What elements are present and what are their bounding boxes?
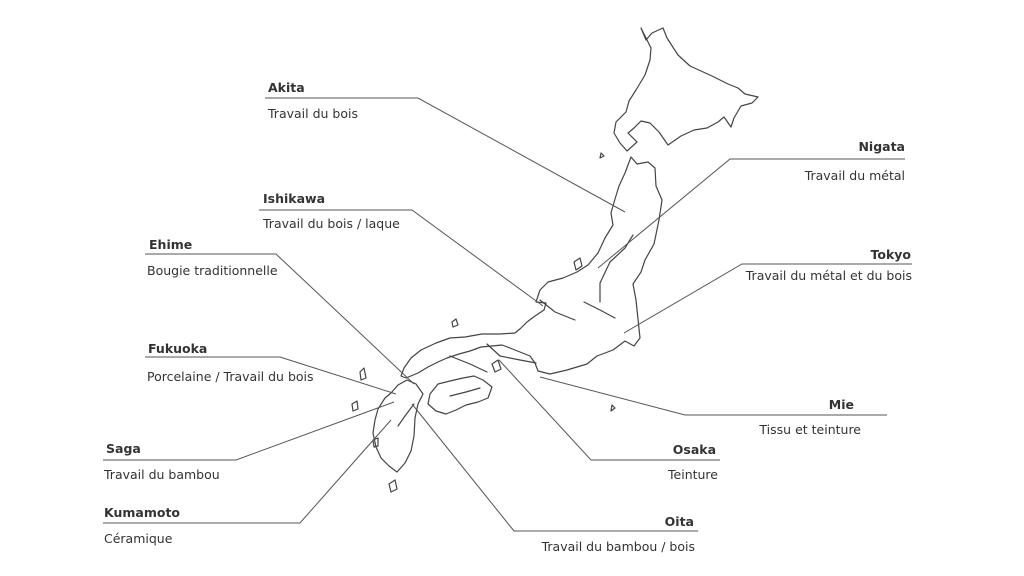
leader-line-saga <box>103 401 395 461</box>
leader-line-nigata <box>597 158 905 269</box>
rebun-island <box>599 152 605 159</box>
tsushima-island <box>359 367 367 381</box>
label-akita-name: Akita <box>268 80 305 95</box>
leader-line-akita <box>265 97 626 213</box>
tanegashima-island <box>388 479 398 493</box>
label-ehime-craft: Bougie traditionnelle <box>147 263 278 278</box>
leader-line-kumamoto <box>103 419 392 524</box>
leader-line-mie <box>539 376 887 416</box>
prefecture-borders <box>397 234 634 427</box>
label-osaka-craft: Teinture <box>668 467 718 482</box>
japan-outline <box>351 27 759 493</box>
leader-lines <box>103 97 912 532</box>
leader-line-oita <box>411 403 698 532</box>
label-ehime-name: Ehime <box>149 237 193 252</box>
label-fukuoka-name: Fukuoka <box>148 341 208 356</box>
label-akita-craft: Travail du bois <box>268 106 358 121</box>
amakusa-island <box>372 437 379 448</box>
label-saga-craft: Travail du bambou <box>104 467 220 482</box>
sado-island <box>573 257 583 271</box>
label-kumamoto-name: Kumamoto <box>104 505 181 520</box>
kyushu-island <box>372 379 424 473</box>
label-nigata-name: Nigata <box>858 139 905 154</box>
leader-line-tokyo <box>623 263 912 334</box>
oki-island <box>451 318 459 328</box>
leader-line-fukuoka <box>145 356 397 395</box>
label-ishikawa-name: Ishikawa <box>263 191 326 206</box>
label-kumamoto-craft: Céramique <box>104 531 173 546</box>
label-nigata-craft: Travail du métal <box>804 168 905 183</box>
label-mie-name: Mie <box>828 397 854 412</box>
leader-line-ishikawa <box>259 209 544 307</box>
label-oita-name: Oita <box>664 514 694 529</box>
izu-island <box>610 404 616 412</box>
leader-line-ehime <box>145 253 415 385</box>
label-tokyo-craft: Travail du métal et du bois <box>745 268 912 283</box>
honshu-island <box>400 156 663 379</box>
leader-line-osaka <box>498 359 720 461</box>
label-oita-craft: Travail du bambou / bois <box>541 539 695 554</box>
label-fukuoka-craft: Porcelaine / Travail du bois <box>147 369 314 384</box>
label-ishikawa-craft: Travail du bois / laque <box>263 216 400 231</box>
label-saga-name: Saga <box>106 441 141 456</box>
label-tokyo-name: Tokyo <box>870 247 911 262</box>
label-mie-craft: Tissu et teinture <box>759 422 861 437</box>
shikoku-island <box>427 375 493 415</box>
label-osaka-name: Osaka <box>672 442 716 457</box>
goto-island <box>351 400 359 412</box>
awaji-island <box>491 359 502 373</box>
hokkaido-island <box>613 27 759 152</box>
